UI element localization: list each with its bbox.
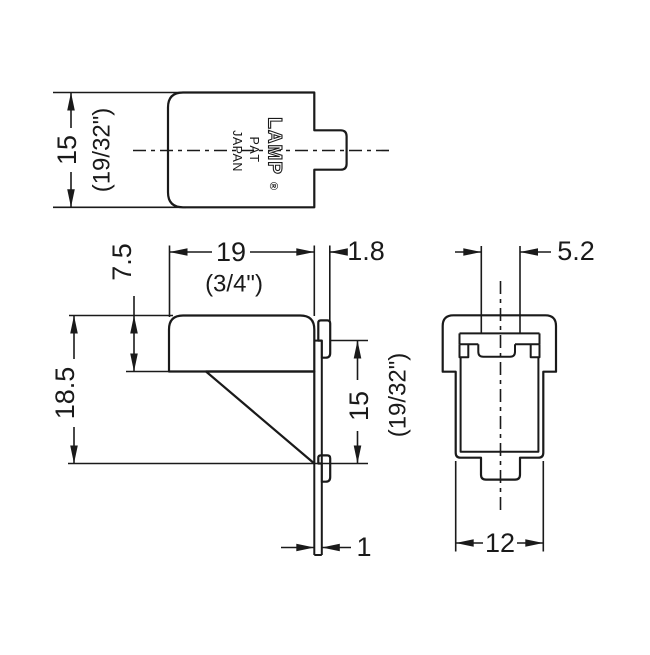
front-view-gusset bbox=[204, 370, 316, 465]
side-tab-width-dimension: 5.2 bbox=[455, 236, 595, 334]
dim-arm-length-inch-label: (3/4") bbox=[205, 271, 263, 298]
arrow-right-icon bbox=[296, 543, 315, 552]
brand-patent-text: PAT bbox=[247, 137, 261, 164]
front-arm-height-dimension: 7.5 bbox=[69, 243, 173, 373]
arrow-left-icon bbox=[169, 248, 188, 256]
top-view-body bbox=[166, 91, 348, 209]
front-plate-height-dimension: 15 (19/32") bbox=[331, 339, 412, 464]
arrow-down-icon bbox=[67, 189, 75, 208]
dim-tab-width-label: 5.2 bbox=[557, 236, 595, 266]
brand-country-text: JAPAN bbox=[230, 130, 244, 172]
dim-total-height-label: 18.5 bbox=[50, 367, 80, 420]
front-arm-length-dimension: 19 (3/4") bbox=[168, 237, 316, 317]
front-plate-thickness-dimension: 1 bbox=[281, 532, 372, 562]
side-view-left-claw-end bbox=[458, 344, 470, 359]
side-body-width-dimension: 12 bbox=[454, 461, 545, 558]
brand-text: LAMP bbox=[264, 117, 285, 175]
arrow-left-icon bbox=[329, 248, 348, 256]
arrow-up-icon bbox=[70, 315, 78, 334]
side-view-tongue bbox=[477, 344, 516, 358]
dim-arm-length-label: 19 bbox=[216, 237, 246, 267]
front-view-plate bbox=[313, 339, 323, 556]
dim-arm-height-label: 7.5 bbox=[107, 243, 137, 281]
arrow-left-icon bbox=[520, 248, 538, 256]
brand-registered-icon: ® bbox=[267, 182, 279, 190]
dim-plate-thickness-label: 1 bbox=[356, 532, 371, 562]
side-view-claw-bar bbox=[458, 332, 541, 359]
front-total-height-dimension: 18.5 bbox=[50, 315, 368, 465]
side-view: 5.2 12 bbox=[441, 236, 595, 558]
arrow-down-icon bbox=[353, 445, 362, 464]
dim-claw-offset-label: 1.8 bbox=[347, 236, 385, 266]
arrow-right-icon bbox=[296, 248, 315, 256]
front-view-upper-claw bbox=[317, 319, 332, 359]
dim-plate-height-inch-label: (19/32") bbox=[385, 353, 412, 438]
arrow-right-icon bbox=[463, 248, 482, 256]
front-claw-offset-dimension: 1.8 bbox=[328, 236, 385, 321]
front-view-lower-claw bbox=[317, 454, 332, 483]
front-view-arm bbox=[167, 314, 316, 373]
dim-height-label: 15 bbox=[52, 135, 82, 165]
arrow-up-icon bbox=[130, 315, 138, 334]
arrow-up-icon bbox=[353, 340, 362, 359]
arrow-left-icon bbox=[321, 543, 340, 552]
arrow-left-icon bbox=[455, 539, 474, 547]
top-view: LAMP ® PAT JAPAN 15 (19/32") bbox=[52, 91, 391, 209]
arrow-down-icon bbox=[70, 445, 78, 464]
dim-plate-height-label: 15 bbox=[344, 391, 374, 421]
dim-height-inch-label: (19/32") bbox=[89, 108, 116, 193]
arrow-right-icon bbox=[525, 539, 544, 547]
side-view-right-claw-end bbox=[529, 344, 541, 359]
arrow-down-icon bbox=[130, 353, 138, 372]
top-view-height-dimension: 15 (19/32") bbox=[52, 91, 186, 209]
front-view: 19 (3/4") 1.8 7.5 18.5 bbox=[50, 236, 412, 562]
dim-body-width-label: 12 bbox=[485, 528, 515, 558]
side-view-inner-plate bbox=[459, 357, 540, 453]
arrow-up-icon bbox=[67, 92, 75, 111]
side-view-body bbox=[441, 314, 558, 481]
